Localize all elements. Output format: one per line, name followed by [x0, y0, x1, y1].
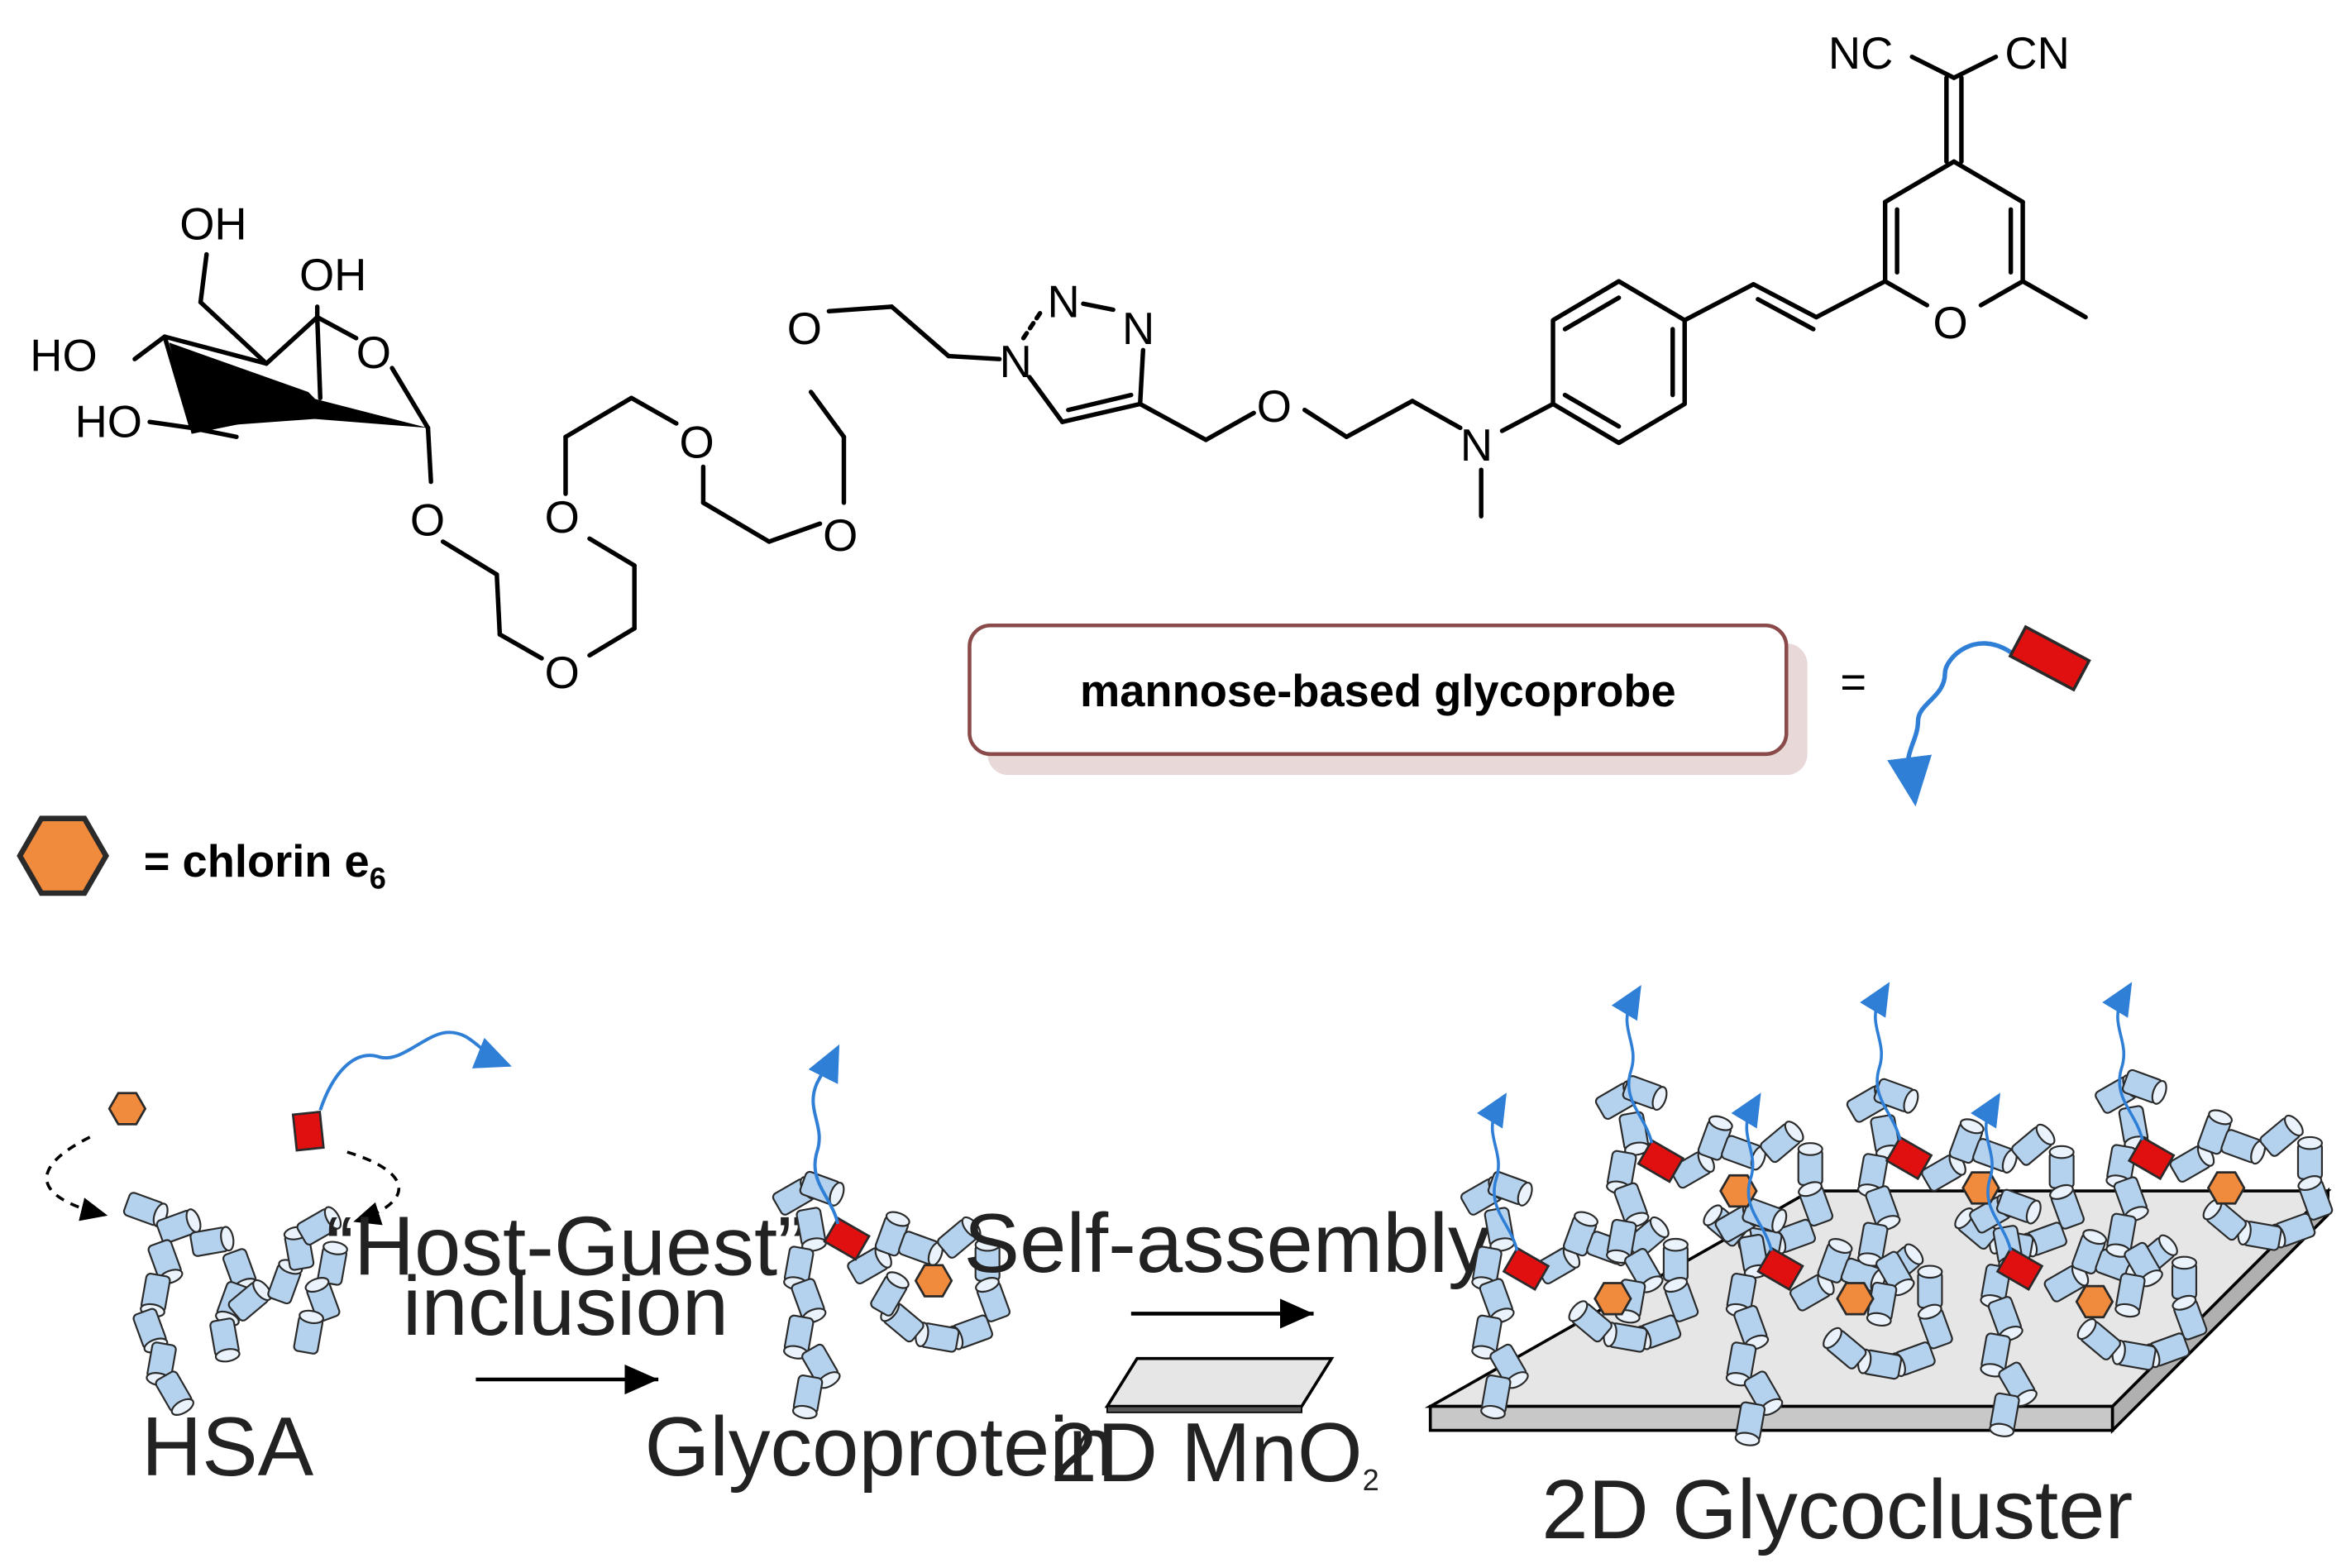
helix-segment: [292, 1307, 326, 1355]
cluster-chlorin-icon: [2207, 1171, 2246, 1205]
helix-segment: [2048, 1145, 2075, 1189]
atom-o-anomeric: O: [410, 495, 445, 546]
hsa-protein: HSA: [45, 1030, 512, 1494]
chlorin-legend: = chlorin e6: [20, 819, 386, 896]
helix-segment: [2219, 1127, 2269, 1167]
chlorin-label: = chlorin e6: [144, 836, 386, 895]
glycoprotein-chlorin-icon: [914, 1264, 953, 1298]
molecule-structure: [132, 55, 2088, 661]
step2-label: Self-assembly: [964, 1197, 1490, 1290]
mno2-label: 2D MnO2: [1051, 1406, 1379, 1499]
glycoprotein-probe-icon: [823, 1217, 871, 1261]
helix-segment: [2171, 1255, 2198, 1300]
probe-free-tail: [318, 1030, 512, 1111]
atom-o-pyran: O: [1933, 298, 1968, 348]
probe-tail: [1477, 1092, 1519, 1251]
helix-segment: [896, 1229, 947, 1269]
glycocluster-label: 2D Glycocluster: [1541, 1463, 2133, 1556]
helix-segment: [1971, 1136, 2021, 1176]
probe-free-icon: [291, 1111, 325, 1152]
helix-segment: [1917, 1264, 1943, 1309]
chlorin-hexagon-icon: [20, 819, 106, 893]
hsa-label: HSA: [141, 1400, 314, 1494]
helix-segment: [1662, 1237, 1689, 1282]
atom-nc: NC: [1828, 28, 1893, 79]
cluster-probe-icon: [1503, 1246, 1550, 1291]
glycoprotein-tail: [808, 1044, 840, 1225]
cluster-chlorin-icon: [2075, 1284, 2114, 1319]
mno2-sheet-icon: [1104, 1356, 1335, 1413]
atom-oh-top: OH: [179, 198, 246, 249]
atom-o-linker: O: [1257, 381, 1292, 432]
atom-o-ring: O: [356, 327, 391, 378]
step1-line1: “Host-Guest”: [326, 1199, 805, 1293]
atom-o-peg6: O: [787, 304, 822, 354]
legend-box: [968, 623, 1789, 757]
atom-o-peg3: O: [545, 492, 580, 543]
helix-segment: [1719, 1133, 1770, 1173]
step2-self-assembly: Self-assembly 2D MnO2: [964, 1197, 1490, 1499]
atom-cn: CN: [2004, 28, 2069, 79]
probe-tail: [1611, 984, 1654, 1144]
probe-tail-icon: [1887, 641, 2013, 807]
helix-segment: [2296, 1135, 2324, 1180]
cluster-chlorin-icon: [1961, 1171, 2000, 1205]
atom-o-peg4: O: [679, 418, 714, 468]
atom-ho-upper: HO: [30, 331, 97, 381]
probe-block-icon: [2008, 624, 2091, 692]
probe-dash-arrow: [346, 1150, 401, 1226]
chlorin-free-icon: [108, 1092, 146, 1126]
chlorin-dash-arrow: [45, 1135, 108, 1221]
atom-n2-triazole: N: [1048, 277, 1080, 327]
atom-n3-triazole: N: [1122, 304, 1154, 354]
atom-ho-lower: HO: [75, 396, 142, 447]
glycoprotein-label: Glycoprotein: [645, 1400, 1116, 1494]
probe-tail: [1731, 1092, 1773, 1251]
atom-n-amine: N: [1460, 420, 1493, 471]
atom-labels: OH OH HO HO O O O O O O O N N N O N O NC…: [30, 28, 2069, 698]
atom-o-peg5: O: [823, 510, 858, 561]
atom-o-peg2: O: [545, 648, 580, 698]
probe-tail: [2102, 982, 2144, 1140]
glycoprobe-legend: mannose-based glycoprobe =: [968, 623, 2091, 807]
cluster-chlorin-icon: [1836, 1282, 1875, 1316]
glycocluster: 2D Glycocluster: [1424, 982, 2334, 1556]
probe-tail: [1971, 1092, 2013, 1251]
step1-host-guest: “Host-Guest” inclusion: [326, 1199, 805, 1395]
atom-oh-ring: OH: [299, 250, 366, 300]
helix-segment: [1797, 1142, 1823, 1186]
probe-tail: [1860, 982, 1902, 1140]
glycoprobe-equals: =: [1840, 657, 1866, 707]
glycoprotein: Glycoprotein: [645, 1044, 1116, 1494]
glycoprobe-label: mannose-based glycoprobe: [1080, 666, 1676, 716]
atom-n1-triazole: N: [1000, 337, 1032, 387]
cluster-chlorin-icon: [1593, 1282, 1632, 1316]
step1-line2: inclusion: [403, 1260, 729, 1353]
